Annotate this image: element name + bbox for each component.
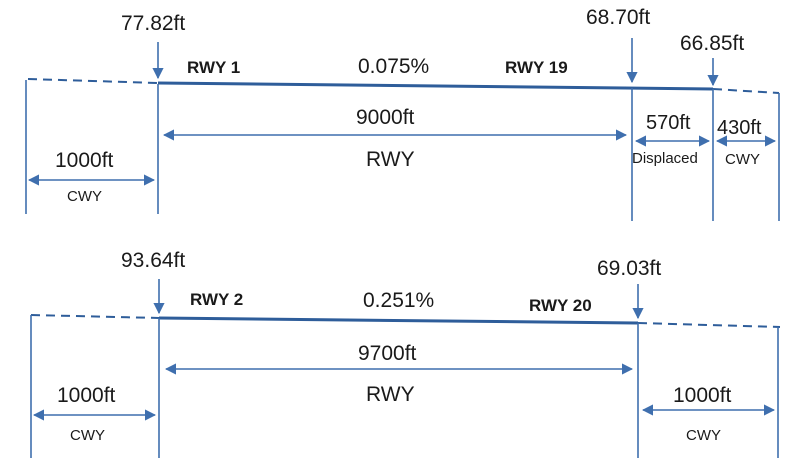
runway-text-2: RWY xyxy=(366,383,415,406)
displaced-text: Displaced xyxy=(632,150,698,167)
elevation-rwy1: 77.82ft xyxy=(121,12,185,35)
cwy-right-surface-2 xyxy=(637,322,781,328)
runway-label-rwy20: RWY 20 xyxy=(529,296,592,315)
cwy-right-text-1: CWY xyxy=(725,151,760,168)
elevation-rwy2: 93.64ft xyxy=(121,249,185,272)
slope-label-1: 0.075% xyxy=(358,55,429,78)
cwy-right-surface-1 xyxy=(712,88,780,94)
cwy-left-text-1: CWY xyxy=(67,188,102,205)
diagram-2: 93.64ft 69.03ft RWY 2 0.251% RWY 20 9700… xyxy=(30,249,781,458)
displaced-length: 570ft xyxy=(646,112,691,134)
runway-surface-1 xyxy=(157,81,714,91)
runway-text-1: RWY xyxy=(366,148,415,171)
runway-surface-2 xyxy=(158,316,639,325)
cwy-right-length-2: 1000ft xyxy=(673,384,732,407)
elevation-displaced: 68.70ft xyxy=(586,6,650,29)
runway-label-rwy2: RWY 2 xyxy=(190,290,243,309)
cwy-left-length-1: 1000ft xyxy=(55,149,114,172)
cwy-left-surface-1 xyxy=(27,78,159,84)
runway-label-rwy19: RWY 19 xyxy=(505,58,568,77)
cwy-left-text-2: CWY xyxy=(70,427,105,444)
cwy-right-text-2: CWY xyxy=(686,427,721,444)
slope-label-2: 0.251% xyxy=(363,289,434,312)
cwy-left-surface-2 xyxy=(30,314,160,319)
cwy-right-length-1: 430ft xyxy=(717,117,762,139)
runway-length-1: 9000ft xyxy=(356,106,415,129)
elevation-rwy20: 69.03ft xyxy=(597,257,661,280)
elevation-rwy19: 66.85ft xyxy=(680,32,744,55)
cwy-left-length-2: 1000ft xyxy=(57,384,116,407)
diagram-1: 77.82ft 68.70ft 66.85ft RWY 1 0.075% RWY… xyxy=(25,6,780,221)
runway-label-rwy1: RWY 1 xyxy=(187,58,240,77)
runway-length-2: 9700ft xyxy=(358,342,417,365)
